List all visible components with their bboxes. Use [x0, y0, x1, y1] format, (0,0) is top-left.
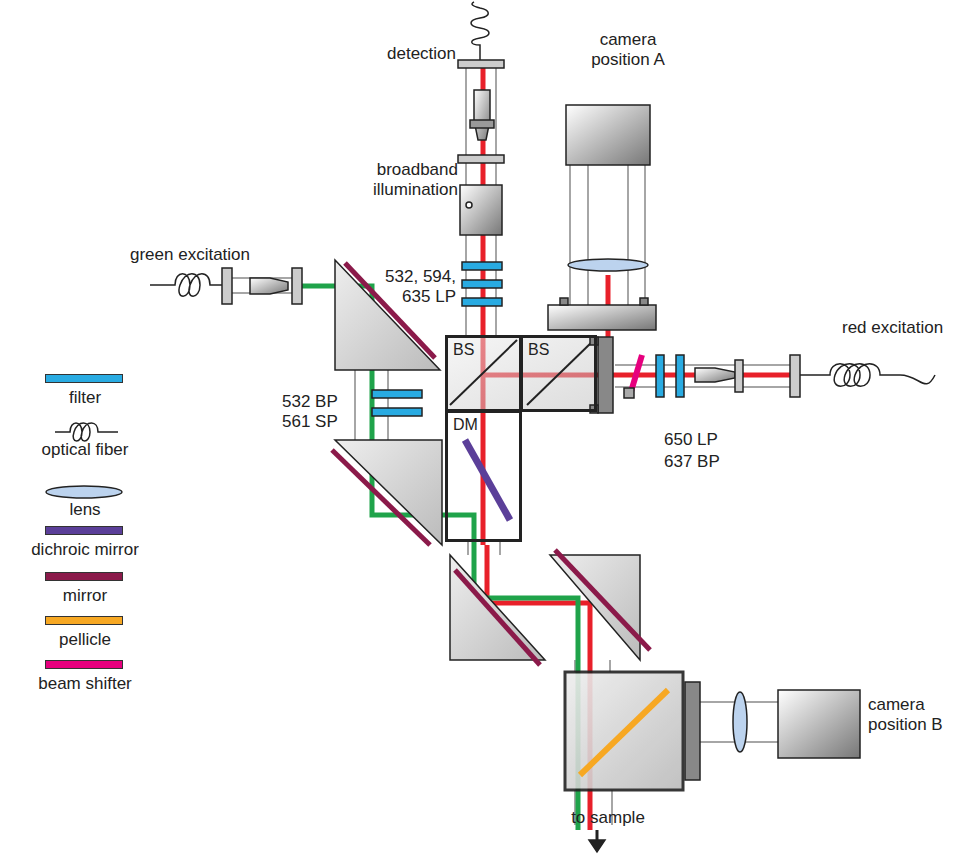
- part-label: broadband illumination: [362, 160, 458, 200]
- part-label: camera position A: [572, 30, 684, 70]
- optic-cube: BS: [520, 335, 597, 412]
- part-label: 532, 594, 635 LP: [380, 267, 456, 307]
- legend-swatch: [45, 616, 123, 625]
- legend-text: optical fiber: [25, 440, 145, 460]
- part-label: 650 LP: [664, 430, 744, 450]
- part-label: camera position B: [868, 695, 954, 735]
- legend-text: dichroic mirror: [25, 540, 145, 560]
- legend-swatch: [45, 374, 123, 383]
- cube-label: BS: [448, 338, 519, 362]
- part-label: 532 BP: [282, 392, 362, 412]
- legend-swatch: [45, 660, 123, 669]
- legend-text: pellicle: [25, 630, 145, 650]
- optic-cube: BS: [445, 335, 522, 412]
- part-label: 561 SP: [282, 412, 362, 432]
- part-label: green excitation: [130, 245, 290, 265]
- part-label: to sample: [548, 808, 668, 828]
- legend-text: beam shifter: [25, 674, 145, 694]
- legend-swatch: [45, 572, 123, 581]
- legend-swatch: [45, 526, 123, 535]
- legend-text: lens: [25, 500, 145, 520]
- cube-label: DM: [448, 413, 519, 437]
- cube-label: BS: [523, 338, 594, 362]
- optic-cube: DM: [445, 410, 522, 542]
- part-label: 637 BP: [664, 452, 744, 472]
- part-label: detection: [372, 44, 456, 64]
- legend-text: mirror: [25, 586, 145, 606]
- part-label: red excitation: [842, 318, 956, 338]
- legend-text: filter: [25, 388, 145, 408]
